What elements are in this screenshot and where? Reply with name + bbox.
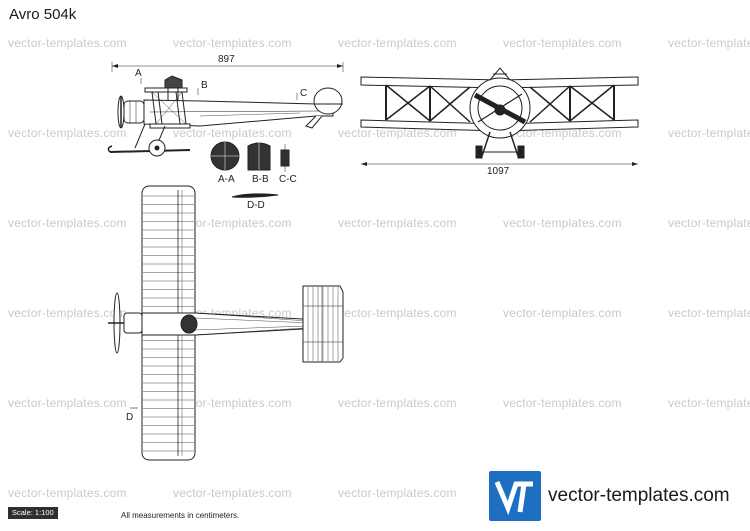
watermark-text: vector-templates.com	[173, 36, 292, 50]
watermark-text: vector-templates.com	[8, 486, 127, 500]
front-view	[360, 67, 639, 166]
watermark-text: vector-templates.com	[8, 216, 127, 230]
watermark-text: vector-templates.com	[173, 126, 292, 140]
watermark-text: vector-templates.com	[338, 126, 457, 140]
watermark-text: vector-templates.com	[668, 126, 750, 140]
watermark-text: vector-templates.com	[173, 486, 292, 500]
page-title: Avro 504k	[9, 6, 77, 23]
section-aa-label: A-A	[218, 174, 235, 185]
cross-sections	[210, 141, 290, 198]
watermark-text: vector-templates.com	[338, 306, 457, 320]
side-view	[107, 62, 344, 157]
watermark-text: vector-templates.com	[8, 306, 127, 320]
watermark-text: vector-templates.com	[338, 486, 457, 500]
watermark-text: vector-templates.com	[503, 216, 622, 230]
section-b-marker: B	[201, 80, 208, 91]
watermark-text: vector-templates.com	[668, 306, 750, 320]
scale-badge: Scale: 1:100	[8, 507, 58, 519]
vt-logo-mark	[494, 481, 533, 516]
brand-site-link[interactable]: vector-templates.com	[548, 485, 730, 506]
watermark-text: vector-templates.com	[8, 396, 127, 410]
watermark-text: vector-templates.com	[668, 216, 750, 230]
watermark-text: vector-templates.com	[668, 36, 750, 50]
watermark-text: vector-templates.com	[8, 126, 127, 140]
section-a-marker: A	[135, 68, 142, 79]
span-dimension: 1097	[487, 166, 510, 177]
vt-logo	[489, 471, 541, 521]
length-dimension: 897	[218, 54, 235, 65]
watermark-text: vector-templates.com	[338, 396, 457, 410]
top-view	[108, 185, 344, 461]
watermark-text: vector-templates.com	[338, 216, 457, 230]
watermark-text: vector-templates.com	[173, 216, 292, 230]
watermark-text: vector-templates.com	[8, 36, 127, 50]
watermark-text: vector-templates.com	[503, 36, 622, 50]
section-c-marker: C	[300, 88, 308, 99]
watermark-text: vector-templates.com	[338, 36, 457, 50]
watermark-text: vector-templates.com	[668, 396, 750, 410]
watermark-text: vector-templates.com	[173, 396, 292, 410]
watermark-text: vector-templates.com	[503, 396, 622, 410]
section-cc-label: C-C	[279, 174, 297, 185]
section-dd-label: D-D	[247, 200, 265, 211]
measurement-note: All measurements in centimeters.	[121, 511, 240, 520]
watermark-text: vector-templates.com	[503, 306, 622, 320]
section-d-marker: D	[126, 412, 134, 423]
section-bb-label: B-B	[252, 174, 269, 185]
